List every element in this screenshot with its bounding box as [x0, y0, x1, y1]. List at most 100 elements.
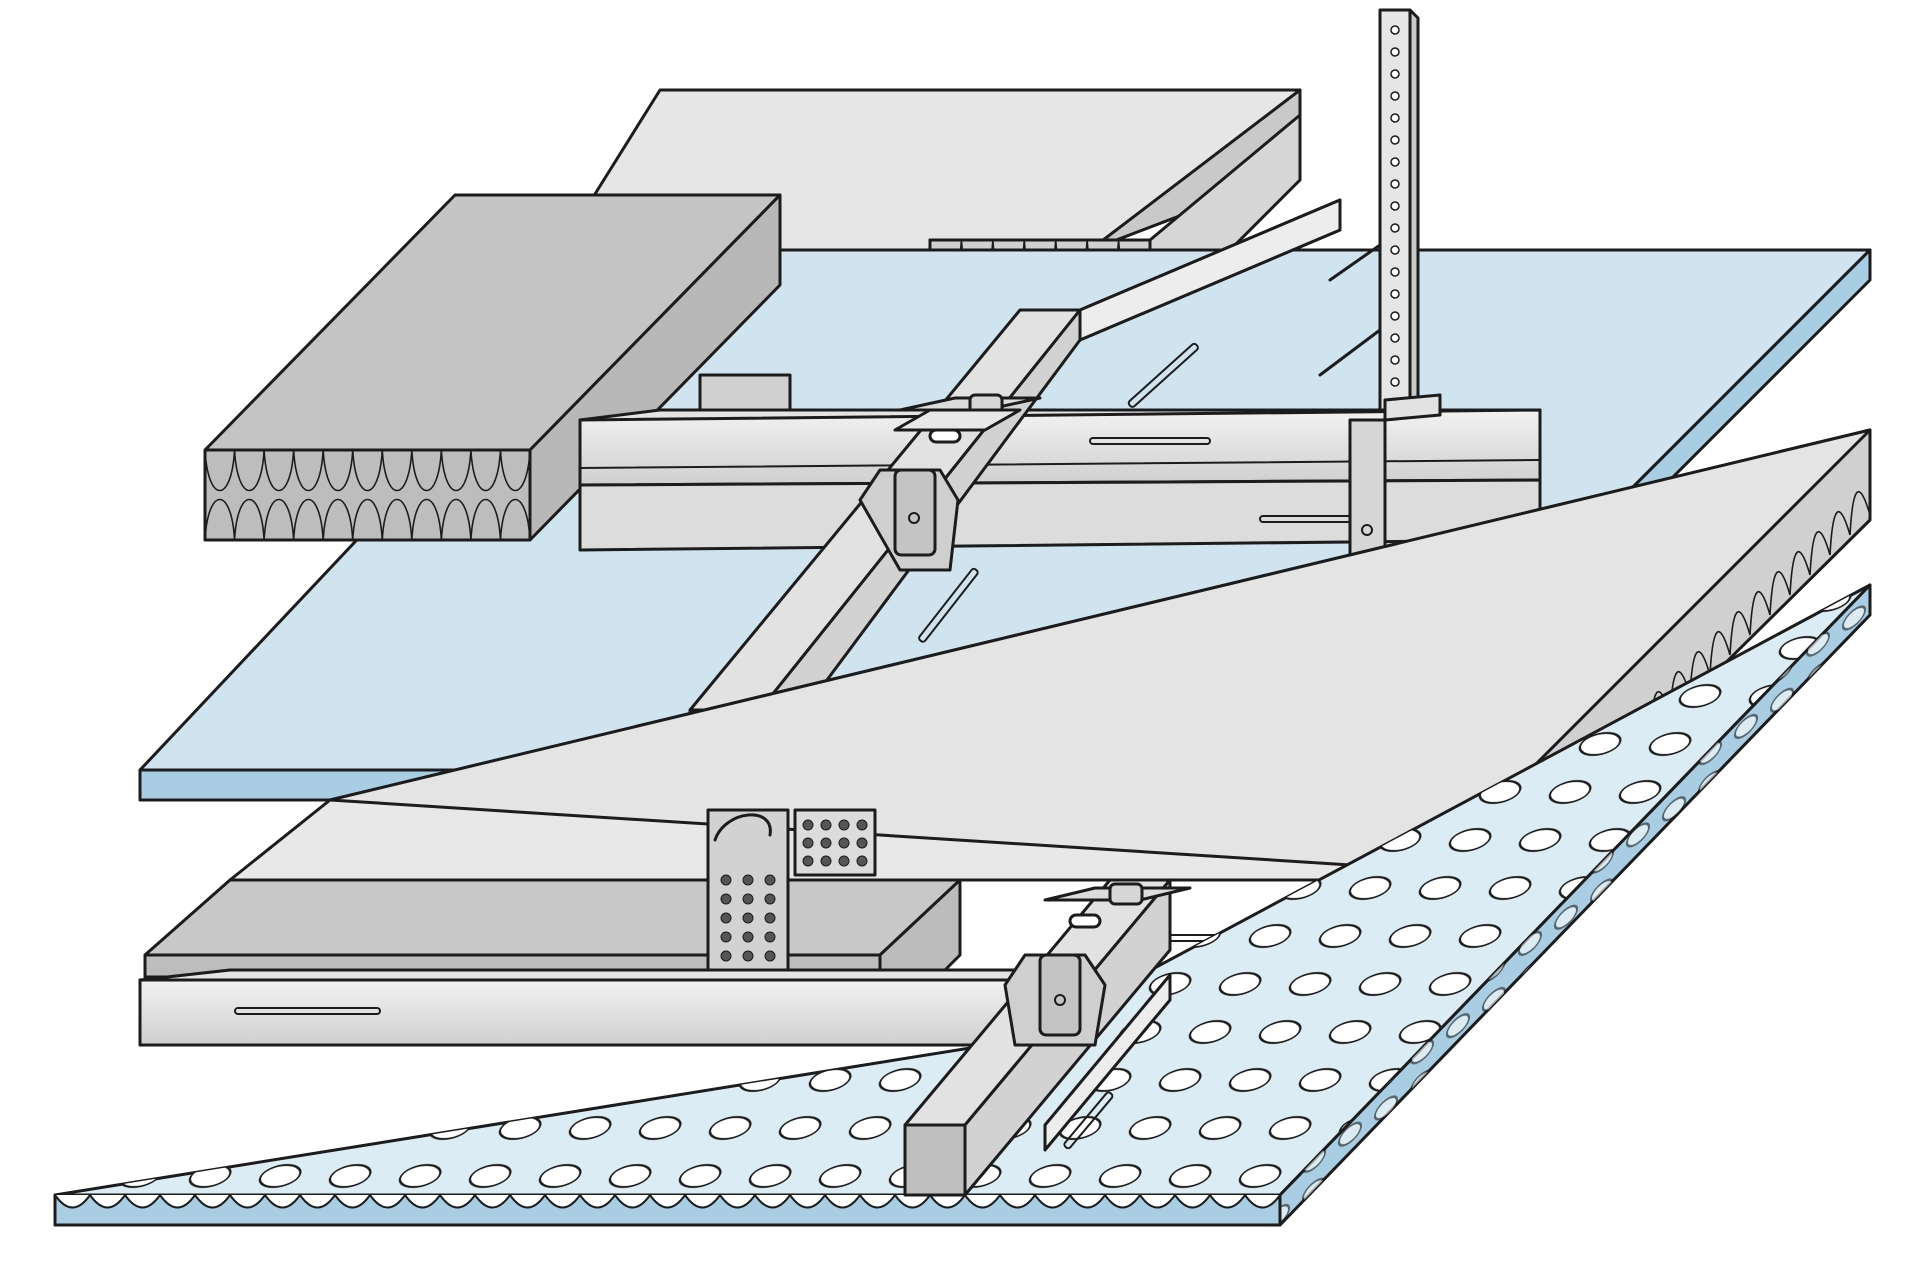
rod-hole — [1390, 135, 1400, 145]
insulation-fiber-loop — [1729, 611, 1751, 656]
bracket-hole — [742, 931, 754, 943]
insulation-fiber-loop — [1829, 511, 1851, 556]
cross-connector-lower — [1003, 882, 1192, 1047]
rod-hole — [1390, 201, 1400, 211]
insulation-fiber-loop — [263, 449, 295, 541]
board-scallop — [684, 1194, 721, 1209]
board-scallop — [124, 1194, 161, 1209]
board-scallop — [404, 1194, 441, 1209]
cross-connector-upper — [858, 393, 1042, 572]
rod-hole — [1390, 333, 1400, 343]
board-scallop — [1174, 1194, 1211, 1209]
bracket-hole — [856, 855, 868, 867]
rod-hole — [1390, 69, 1400, 79]
board-scallop — [229, 1194, 266, 1209]
rod-hole — [1390, 245, 1400, 255]
board-scallop — [719, 1194, 756, 1209]
board-scallop — [999, 1194, 1036, 1209]
insulation-fiber-loop — [292, 449, 324, 541]
rod-hole — [1390, 223, 1400, 233]
board-scallop — [859, 1194, 896, 1209]
insulation-fiber-loop — [411, 449, 443, 541]
board-scallop — [159, 1194, 196, 1209]
insulation-fiber-loop — [322, 449, 354, 541]
board-scallop — [369, 1194, 406, 1209]
board-scallop — [1069, 1194, 1106, 1209]
bracket-hole — [742, 912, 754, 924]
rod-hole — [1390, 377, 1400, 387]
bracket-hole — [742, 950, 754, 962]
board-scallop — [824, 1194, 861, 1209]
bracket-hole — [764, 874, 776, 886]
insulation-fiber-loop — [1769, 571, 1791, 616]
board-scallop — [1209, 1194, 1246, 1209]
board-scallop — [264, 1194, 301, 1209]
board-scallop — [89, 1194, 126, 1209]
rod-hole — [1390, 91, 1400, 101]
rod-hole — [1390, 25, 1400, 35]
insulation-fiber-loop — [381, 449, 413, 541]
rod-hole — [1390, 157, 1400, 167]
bracket-hole — [856, 819, 868, 831]
bracket-hole — [802, 837, 814, 849]
board-scallop — [334, 1194, 371, 1209]
board-scallop — [1244, 1194, 1281, 1209]
bracket-hole — [742, 893, 754, 905]
insulation-fiber-loop — [1849, 491, 1871, 536]
bracket-hole — [838, 819, 850, 831]
bracket-hole — [802, 855, 814, 867]
insulation-fiber-loop — [351, 449, 384, 541]
insulation-fiber-loop — [470, 449, 502, 541]
rod-hole — [1390, 113, 1400, 123]
board-scallop — [579, 1194, 616, 1209]
rod-hole — [1390, 311, 1400, 321]
board-scallop — [754, 1194, 791, 1209]
insulation-fiber-loop — [440, 449, 472, 541]
insulation-fiber-loop — [1709, 631, 1731, 676]
board-scallop — [474, 1194, 511, 1209]
board-scallop — [439, 1194, 476, 1209]
board-scallop — [1139, 1194, 1176, 1209]
insulation-fiber-loop — [499, 449, 531, 541]
hanger-rod — [1318, 8, 1442, 562]
bracket-hole — [764, 893, 776, 905]
main-channel-upper — [578, 408, 1542, 552]
insulation-fiber-loop — [204, 449, 236, 541]
board-scallop — [929, 1194, 966, 1209]
bracket-hole — [820, 855, 832, 867]
rod-hole — [1390, 179, 1400, 189]
perforated-acoustic-board — [53, 583, 1872, 1227]
bracket-hole — [720, 950, 732, 962]
board-scallop — [194, 1194, 231, 1209]
bracket-hole — [764, 912, 776, 924]
bracket-hole — [856, 837, 868, 849]
bracket-hole — [720, 931, 732, 943]
board-scallop — [964, 1194, 1001, 1209]
rod-hole — [1390, 47, 1400, 57]
board-scallop — [1104, 1194, 1141, 1209]
bracket-hole — [720, 874, 732, 886]
board-scallop — [54, 1194, 91, 1209]
bracket-hole — [820, 837, 832, 849]
board-scallop — [509, 1194, 546, 1209]
rod-hole — [1390, 355, 1400, 365]
board-scallop — [614, 1194, 651, 1209]
bracket-hole — [764, 950, 776, 962]
rod-hole — [1390, 289, 1400, 299]
board-scallop — [894, 1194, 931, 1209]
insulation-fiber-loop — [233, 449, 265, 541]
bracket-hole — [742, 874, 754, 886]
bracket-hole — [720, 912, 732, 924]
insulation-fiber-loop — [1749, 591, 1771, 636]
bracket-hole — [720, 893, 732, 905]
bracket-hole — [838, 855, 850, 867]
insulation-fiber-loop — [1789, 551, 1811, 596]
bracket-hole — [838, 837, 850, 849]
insulation-fiber-loop — [1809, 531, 1831, 576]
board-scallop — [544, 1194, 581, 1209]
bracket-hole — [820, 819, 832, 831]
board-scallop — [299, 1194, 336, 1209]
bracket-hole — [802, 819, 814, 831]
